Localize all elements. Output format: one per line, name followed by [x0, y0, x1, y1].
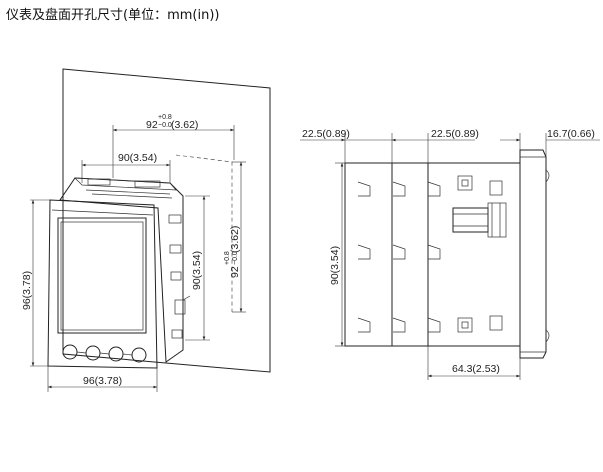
svg-text:(3.62): (3.62) — [171, 119, 198, 131]
meter-body — [59, 177, 184, 363]
cutout-width-label: 92 +0.8 −0.0 (3.62) — [146, 114, 198, 131]
connector — [452, 207, 489, 233]
body-height-label: 90(3.54) — [191, 251, 203, 290]
module-1 — [344, 162, 393, 347]
svg-text:(3.62): (3.62) — [229, 226, 241, 253]
body-width-label: 90(3.54) — [118, 152, 157, 164]
front-bezel — [47, 199, 158, 369]
button-2 — [85, 345, 101, 361]
svg-text:92: 92 — [146, 119, 158, 131]
module-2 — [391, 162, 429, 347]
side-bezel — [519, 149, 547, 359]
svg-text:+0.8: +0.8 — [158, 114, 172, 121]
module-depth-2-label: 22.5(0.89) — [431, 128, 479, 140]
button-1 — [62, 344, 78, 360]
svg-text:−0.0: −0.0 — [158, 122, 172, 129]
svg-text:92: 92 — [229, 266, 241, 278]
display-window — [57, 217, 147, 334]
cutout-height-label: 92 +0.8 −0.0 (3.62) — [224, 226, 241, 278]
body-depth-label: 64.3(2.53) — [452, 363, 500, 375]
main-body — [427, 162, 521, 347]
side-view: 22.5(0.89) 22.5(0.89) 16.7(0.66) 90(3.54… — [300, 128, 600, 380]
bezel-depth-label: 16.7(0.66) — [547, 128, 595, 140]
panel-height-label: 96(3.78) — [21, 271, 33, 310]
svg-text:+0.8: +0.8 — [224, 251, 231, 265]
button-4 — [131, 347, 147, 363]
panel-width-label: 96(3.78) — [83, 375, 122, 387]
module-depth-1-label: 22.5(0.89) — [302, 128, 350, 140]
side-height-label: 90(3.54) — [329, 246, 341, 285]
front-view: 92 +0.8 −0.0 (3.62) 90(3.54) 92 +0.8 −0.… — [21, 68, 271, 392]
svg-text:−0.0: −0.0 — [232, 251, 239, 265]
page-title: 仪表及盘面开孔尺寸(单位：mm(in)) — [6, 8, 220, 23]
